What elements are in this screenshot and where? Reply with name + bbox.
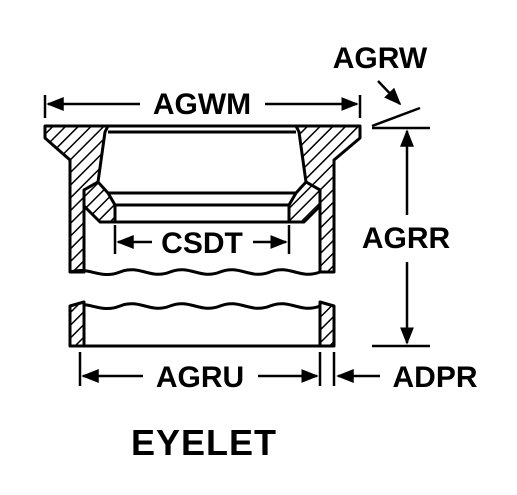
dimension-csdt <box>113 225 291 254</box>
label-agrr: AGRR <box>362 222 451 255</box>
lower-break-line <box>69 302 334 311</box>
left-flange-section <box>43 124 110 274</box>
right-inner-chamfer <box>287 180 322 224</box>
dimension-agru <box>78 352 336 386</box>
inner-ledge <box>100 191 304 224</box>
upper-break-line <box>69 268 334 277</box>
label-agwm: AGWM <box>153 88 251 121</box>
left-inner-chamfer <box>82 180 117 224</box>
dimension-agrr <box>372 126 430 348</box>
dimension-agwm <box>43 95 362 118</box>
label-agru: AGRU <box>156 361 244 394</box>
eyelet-lower-body <box>68 300 336 348</box>
label-adpr: ADPR <box>392 361 477 394</box>
label-csdt: CSDT <box>161 227 243 260</box>
dimension-agrw <box>371 80 421 128</box>
right-flange-section <box>294 124 362 274</box>
eyelet-upper-body <box>43 124 362 277</box>
left-lower-wall <box>68 300 86 348</box>
right-lower-wall <box>318 300 336 348</box>
label-agrw: AGRW <box>333 42 428 75</box>
diagram-title: EYELET <box>131 422 277 463</box>
